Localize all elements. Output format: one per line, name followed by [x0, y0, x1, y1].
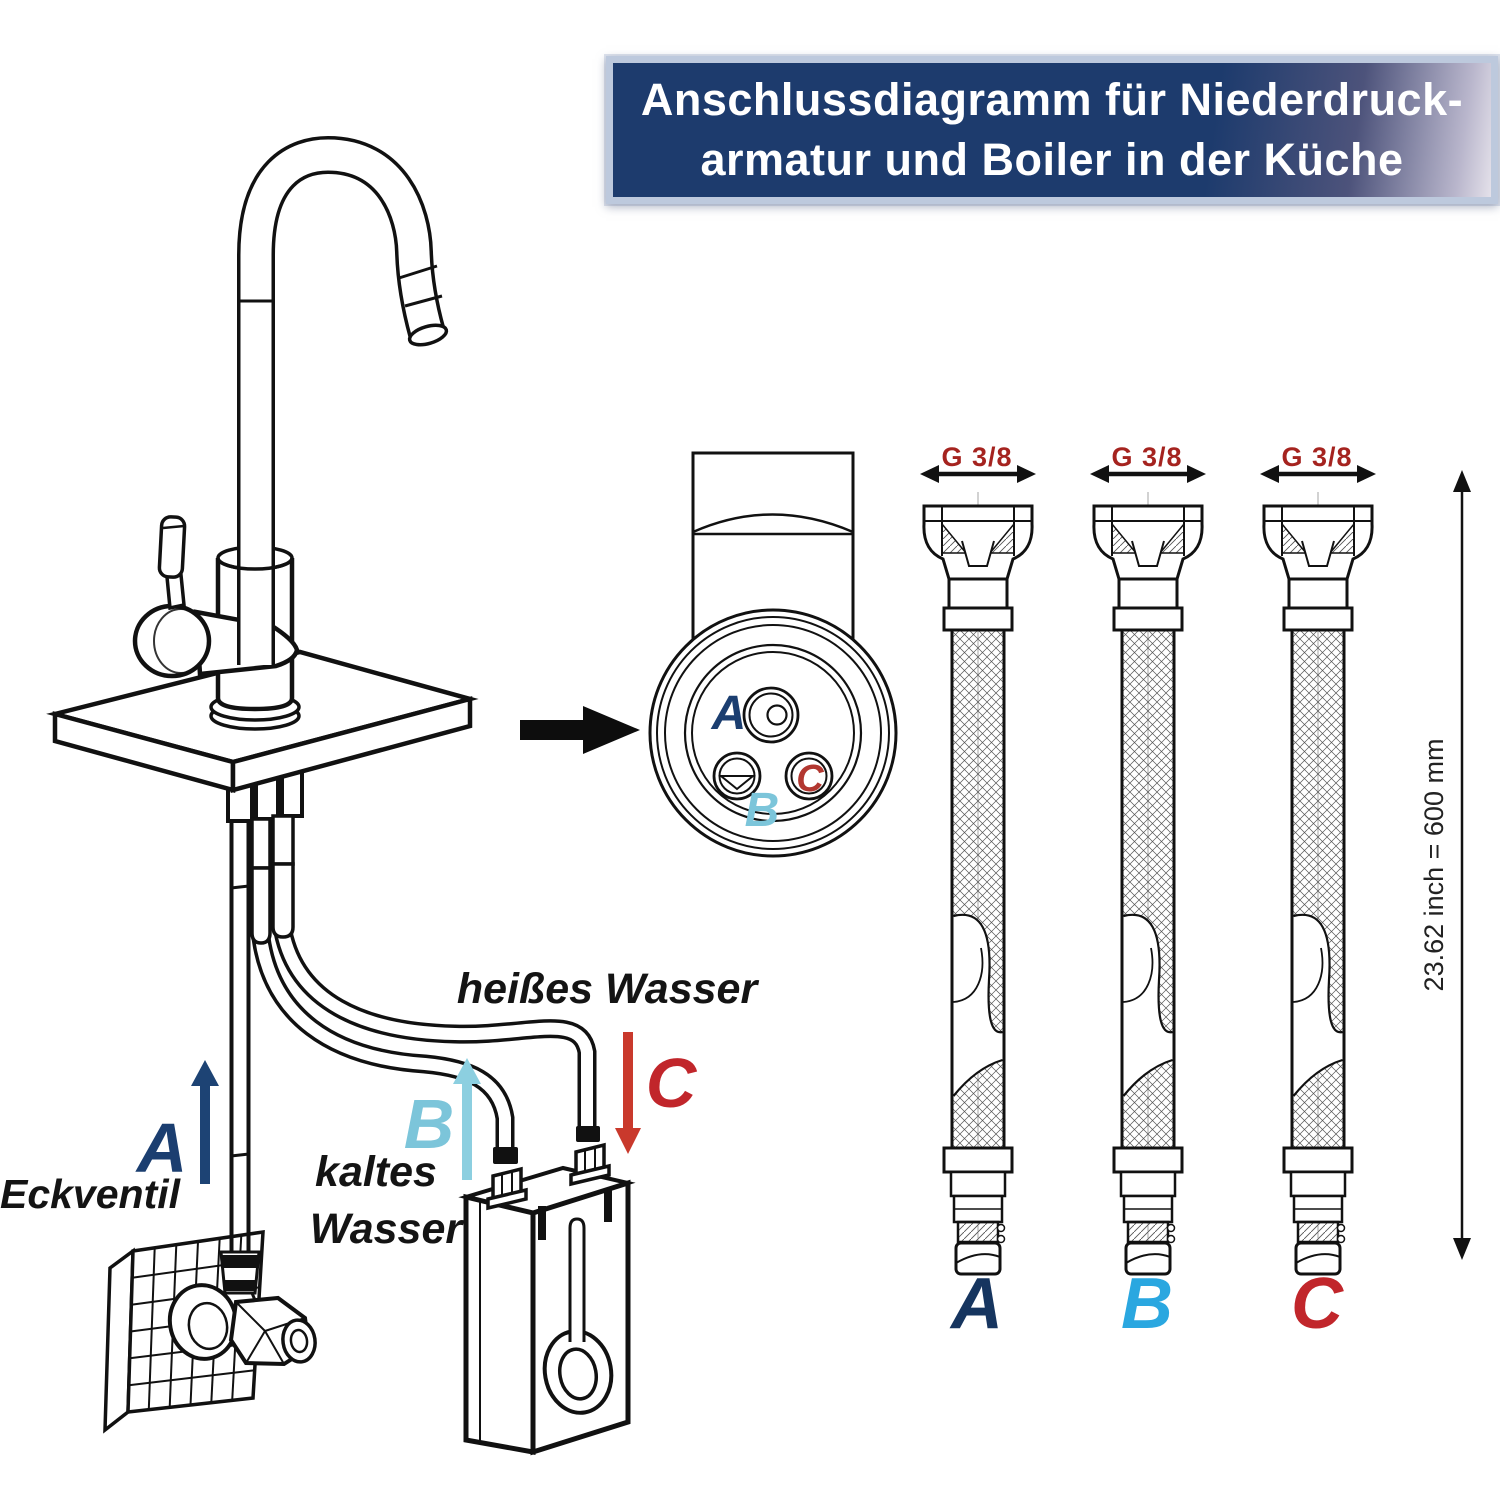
faucet-lever: [157, 515, 187, 611]
faucet-bottom-view: A B C: [648, 451, 898, 858]
connection-hose-b: G 3/8 B: [1090, 442, 1206, 1344]
title-line-1: Anschlussdiagramm für Niederdruck-: [640, 73, 1464, 125]
connector-b-letter: B: [404, 1085, 455, 1163]
bottom-view-port-c-label: C: [796, 758, 824, 800]
hose-length-dimension: 23.62 inch = 600 mm: [1419, 470, 1471, 1260]
flow-annotations: A Eckventil B kaltes Wasser heißes Wasse…: [0, 965, 759, 1253]
hose-c-thread-label: G 3/8: [1281, 442, 1352, 472]
hose-b-letter: B: [1121, 1264, 1173, 1344]
connector-a-letter: A: [135, 1109, 188, 1187]
connection-hose-c: G 3/8 C: [1260, 442, 1376, 1344]
boiler: [458, 1142, 636, 1456]
title-line-2: armatur und Boiler in der Küche: [700, 134, 1404, 185]
boiler-keyhole-hanger: [542, 1217, 614, 1415]
hot-water-label: heißes Wasser: [457, 965, 760, 1013]
bottom-view-port-a-label: A: [711, 687, 747, 740]
hose-end-fitting-hot: [576, 1126, 600, 1142]
port-c: [784, 751, 834, 801]
hose-a-thread-label: G 3/8: [941, 442, 1012, 472]
hose-c-letter: C: [1291, 1264, 1344, 1344]
port-b: [712, 751, 762, 801]
bottom-view-port-b-label: B: [745, 784, 780, 837]
boiler-cold-inlet-nut: [486, 1166, 528, 1211]
hose-length-label: 23.62 inch = 600 mm: [1419, 739, 1449, 992]
arrow-down-c: [615, 1032, 641, 1154]
cold-water-label-line1: kaltes: [315, 1148, 437, 1196]
angle-valve-label: Eckventil: [0, 1171, 182, 1217]
connector-c-letter: C: [646, 1044, 698, 1122]
angle-valve: [167, 1250, 317, 1367]
boiler-hot-outlet-nut: [569, 1142, 611, 1187]
hose-a-letter: A: [949, 1264, 1003, 1344]
gooseneck-spout: [237, 135, 449, 665]
pointer-arrow-icon: [520, 706, 640, 754]
faucet: [132, 135, 449, 731]
title-banner: Anschlussdiagramm für Niederdruck- armat…: [606, 56, 1498, 204]
hose-curve-to-boiler-cold: [251, 928, 515, 1160]
arrow-up-b: [453, 1058, 481, 1180]
connection-hose-a: G 3/8 A: [920, 442, 1036, 1344]
port-a: [742, 686, 800, 744]
hose-b-thread-label: G 3/8: [1111, 442, 1182, 472]
hose-curve-to-boiler-hot: [273, 922, 597, 1138]
hose-end-fitting-cold: [493, 1147, 518, 1164]
arrow-up-a: [191, 1060, 219, 1184]
cold-water-label-line2: Wasser: [310, 1205, 464, 1253]
